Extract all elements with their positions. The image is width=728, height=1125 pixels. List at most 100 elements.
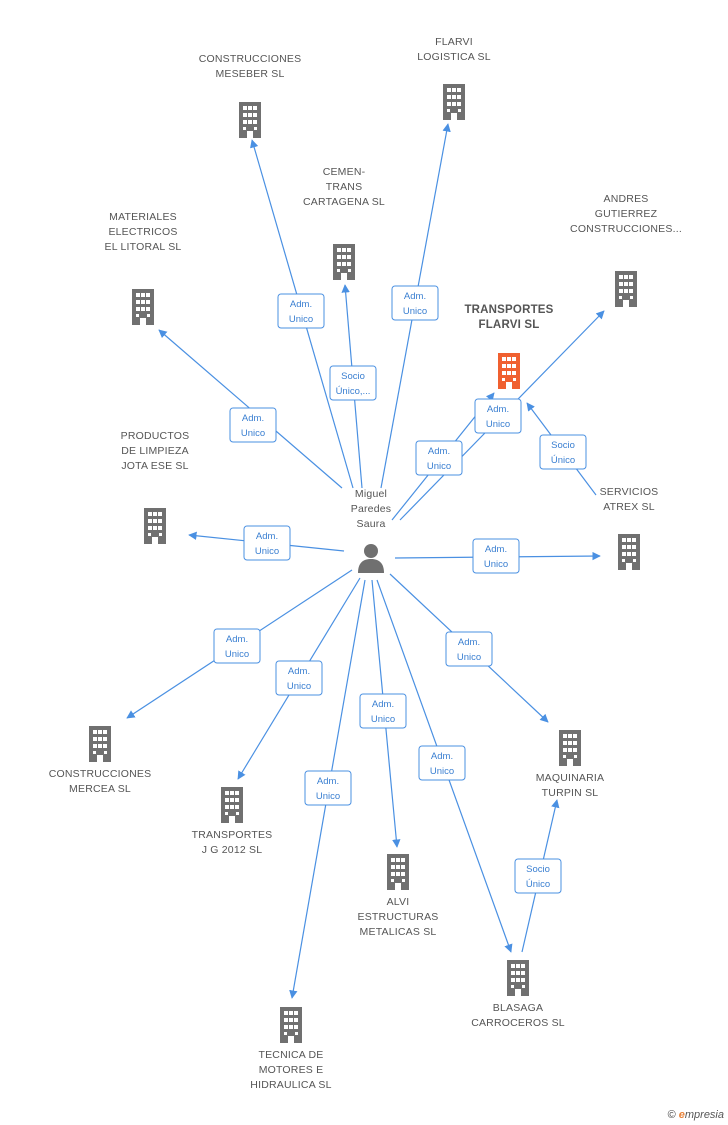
- building-icon: [89, 726, 111, 762]
- relation-label-line: Adm.: [404, 291, 426, 302]
- relation-label-p-to-cemen[interactable]: SocioÚnico,...: [329, 365, 377, 401]
- relation-label-line: Único: [551, 455, 575, 466]
- building-icon: [333, 244, 355, 280]
- relation-label-line: Unico: [225, 649, 249, 660]
- relation-label-p-to-servicios[interactable]: Adm.Unico: [472, 538, 520, 574]
- company-name-line: FLARVI: [435, 36, 473, 48]
- company-name-line: TURPIN SL: [542, 787, 599, 799]
- company-name-line: TECNICA DE: [258, 1049, 323, 1061]
- relation-label-line: Adm.: [242, 413, 264, 424]
- relation-label-p-to-transportes_flarvi[interactable]: Adm. Unico: [474, 398, 522, 434]
- relation-label-box: [229, 407, 277, 443]
- company-node-maquinaria[interactable]: MAQUINARIA TURPIN SL: [536, 730, 605, 799]
- building-icon: [559, 730, 581, 766]
- brand-initial: e: [678, 1109, 685, 1121]
- relation-label-box: [474, 398, 522, 434]
- relation-label-line: Unico: [486, 419, 510, 430]
- relation-label-line: Único,...: [336, 386, 371, 397]
- company-name-line: TRANSPORTES: [192, 829, 273, 841]
- relation-label-line: Unico: [457, 652, 481, 663]
- company-name-line: EL LITORAL SL: [105, 241, 182, 253]
- relation-label-line: Unico: [427, 461, 451, 472]
- relation-label-line: Único: [526, 879, 550, 890]
- relation-label-p-to-jg2012[interactable]: Adm.Unico: [275, 660, 323, 696]
- company-name-line: FLARVI SL: [478, 319, 539, 331]
- building-icon: [280, 1007, 302, 1043]
- relation-label-box: [275, 660, 323, 696]
- relation-label-line: Adm.: [428, 446, 450, 457]
- company-name-line: MERCEA SL: [69, 783, 131, 795]
- building-icon: [221, 787, 243, 823]
- relation-label-line: Adm.: [431, 751, 453, 762]
- relation-label-line: Adm.: [372, 699, 394, 710]
- company-name-line: GUTIERREZ: [595, 208, 658, 220]
- building-icon: [618, 534, 640, 570]
- company-name-line: CEMEN-: [323, 166, 366, 178]
- company-name-line: MAQUINARIA: [536, 772, 605, 784]
- relation-label-line: Adm.: [226, 634, 248, 645]
- relation-label-line: Adm.: [290, 299, 312, 310]
- relation-label-p-to-flarvi_log[interactable]: Adm. Unico: [391, 285, 439, 321]
- company-name-line: ELECTRICOS: [108, 226, 177, 238]
- company-node-andres[interactable]: ANDRESGUTIERREZCONSTRUCCIONES...: [570, 193, 682, 307]
- relation-label-box: [472, 538, 520, 574]
- relation-label-box: [304, 770, 352, 806]
- relation-label-box: [418, 745, 466, 781]
- relation-label-p-to-mercea[interactable]: Adm. Unico: [213, 628, 261, 664]
- company-node-cemen[interactable]: CEMEN- TRANS CARTAGENA SL: [303, 166, 385, 280]
- relation-label-p-to-andres[interactable]: Adm. Unico: [415, 440, 463, 476]
- relation-label-box: [329, 365, 377, 401]
- relation-label-p-to-blasaga[interactable]: Adm.Unico: [418, 745, 466, 781]
- relation-label-box: [514, 858, 562, 894]
- building-icon: [387, 854, 409, 890]
- relation-label-line: Socio: [526, 864, 550, 875]
- company-node-jg2012[interactable]: TRANSPORTES J G 2012 SL: [192, 787, 273, 856]
- relation-label-p-to-maquinaria[interactable]: Adm. Unico: [445, 631, 493, 667]
- relation-label-line: Adm.: [288, 666, 310, 677]
- relation-label-box: [415, 440, 463, 476]
- copyright-symbol: ©: [667, 1109, 676, 1121]
- company-name-line: HIDRAULICA SL: [250, 1079, 331, 1091]
- relation-label-line: Adm.: [487, 404, 509, 415]
- company-name-line: TRANS: [326, 181, 363, 193]
- relation-label-p-to-tecnica[interactable]: Adm.Unico: [304, 770, 352, 806]
- relation-label-line: Socio: [341, 371, 365, 382]
- relation-label-box: [213, 628, 261, 664]
- relation-label-p-to-materiales[interactable]: Adm. Unico: [229, 407, 277, 443]
- relation-label-line: Unico: [241, 428, 265, 439]
- brand-name: mpresia: [684, 1109, 724, 1121]
- relation-label-p-to-alvi[interactable]: Adm.Unico: [359, 693, 407, 729]
- relation-label-p-to-productos[interactable]: Adm.Unico: [243, 525, 291, 561]
- company-name-line: CONSTRUCCIONES...: [570, 223, 682, 235]
- relation-label-p-to-meseber[interactable]: Adm.Unico: [277, 293, 325, 329]
- relation-label-line: Unico: [403, 306, 427, 317]
- relation-labels-layer: Adm.UnicoAdm.UnicoSocioÚnico,...Adm.Unic…: [213, 285, 587, 894]
- relation-label-line: Adm.: [458, 637, 480, 648]
- company-name-line: ALVI: [387, 896, 410, 908]
- relation-label-line: Adm.: [317, 776, 339, 787]
- building-icon: [507, 960, 529, 996]
- company-name-line: SERVICIOS: [600, 486, 659, 498]
- building-icon: [498, 353, 520, 389]
- building-icon: [239, 102, 261, 138]
- building-icon: [443, 84, 465, 120]
- company-name-line: JOTA ESE SL: [121, 460, 188, 472]
- company-name-line: J G 2012 SL: [202, 844, 263, 856]
- person-icon: [358, 544, 384, 573]
- relation-label-box: [277, 293, 325, 329]
- company-name-line: CARTAGENA SL: [303, 196, 385, 208]
- company-name-line: ESTRUCTURAS: [358, 911, 439, 923]
